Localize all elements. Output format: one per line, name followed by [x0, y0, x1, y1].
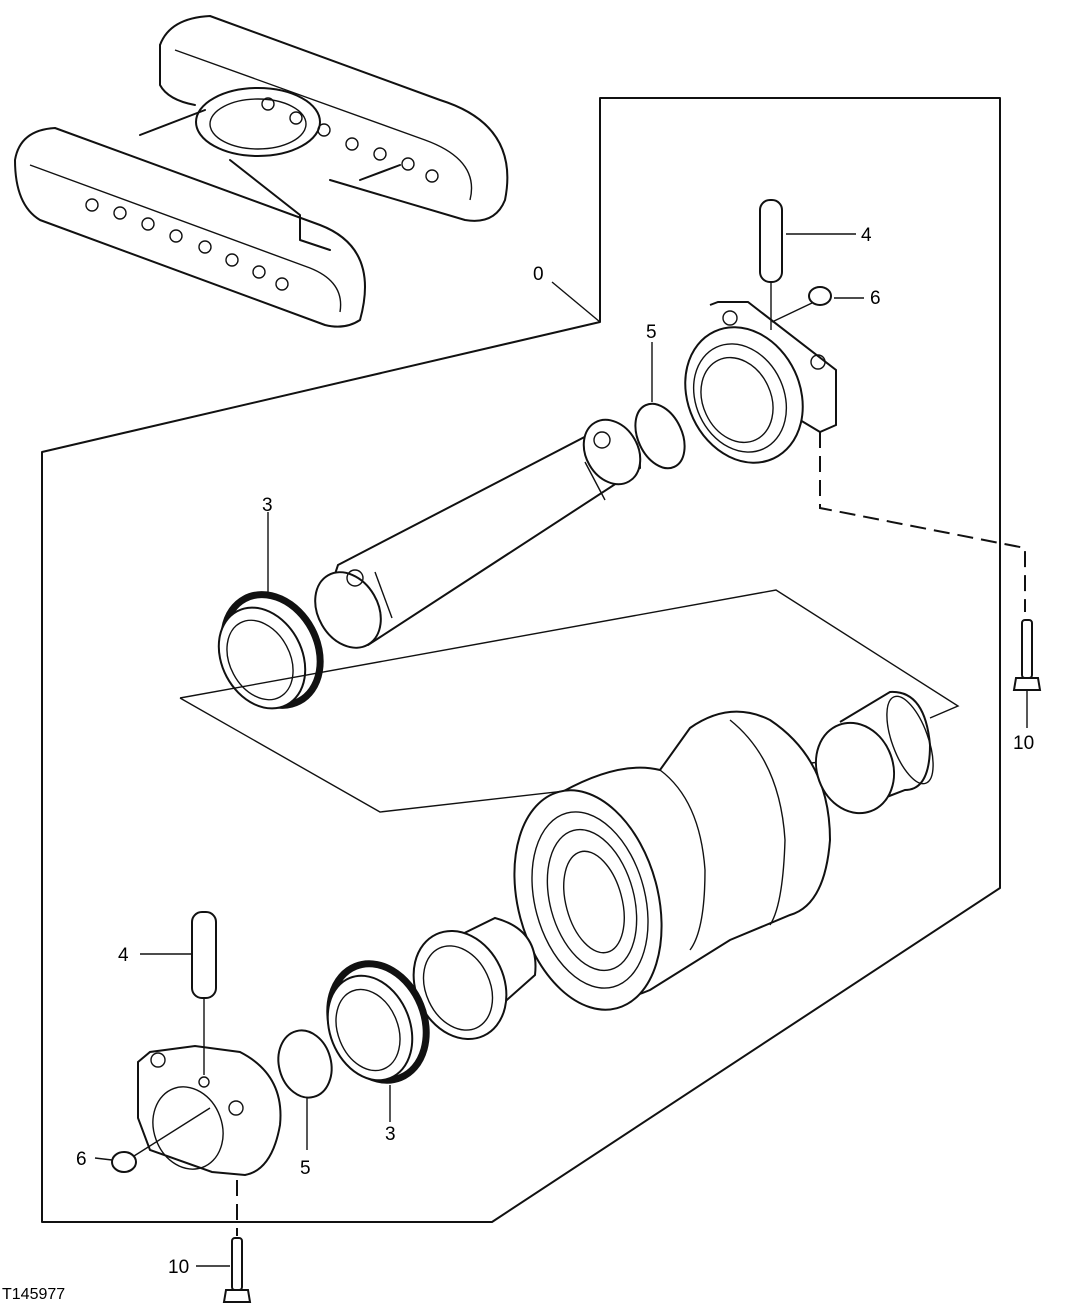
lower-pin	[191, 911, 217, 1075]
right-bolt-dashed-path	[819, 432, 1026, 612]
upper-plug	[771, 286, 832, 323]
upper-o-ring	[634, 402, 686, 470]
left-bushing	[412, 916, 537, 1041]
lower-end-collar	[137, 1044, 282, 1177]
right-bushing	[814, 690, 934, 815]
lower-seal	[326, 960, 430, 1122]
callout-plug-lower: 6	[76, 1149, 87, 1170]
lower-o-ring	[277, 1029, 333, 1099]
roller-shaft	[314, 418, 642, 649]
callout-bolt-bottom: 10	[168, 1257, 189, 1278]
callout-pin-upper: 4	[861, 225, 872, 246]
figure-reference-id: T145977	[2, 1286, 65, 1303]
lower-plug	[111, 1107, 211, 1173]
undercarriage-overview-illustration	[14, 15, 509, 328]
callout-plug-upper: 6	[870, 288, 881, 309]
roller-body	[513, 710, 832, 1011]
callout-oring-lower: 5	[300, 1158, 311, 1179]
callout-assembly: 0	[533, 264, 544, 285]
callout-oring-upper: 5	[646, 322, 657, 343]
upper-seal	[217, 512, 324, 710]
bottom-bolt	[222, 1237, 252, 1303]
assembly-boundary	[41, 97, 1001, 1223]
callout-pin-lower: 4	[118, 945, 129, 966]
upper-pin	[759, 199, 783, 330]
callout-bolt-right: 10	[1013, 733, 1034, 754]
callout-seal-lower: 3	[385, 1124, 396, 1145]
upper-end-collar	[684, 301, 837, 464]
callout-seal-upper: 3	[262, 495, 273, 516]
assembly-leader-line	[551, 281, 601, 323]
right-bolt	[1012, 619, 1042, 728]
